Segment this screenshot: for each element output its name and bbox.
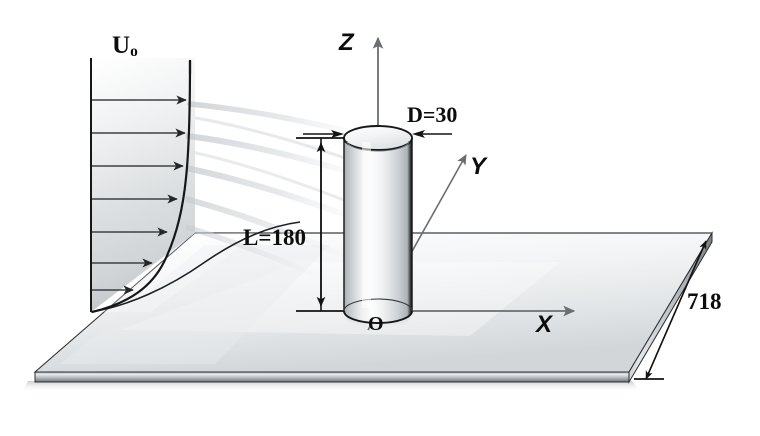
span-arrow-down [645,240,707,380]
dimension-length [296,137,344,312]
plate-right-edge [628,231,713,384]
cylinder [343,125,413,327]
plate-front-edge [34,371,630,383]
cylinder-base-front [343,310,413,324]
plate-highlight [120,262,560,336]
cylinder-top-cap [343,125,413,151]
diameter-arrowhead-right [412,130,425,138]
streakline [186,133,365,179]
diameter-arrowhead-left [331,130,344,138]
x-axis-label: X [536,311,553,338]
diameter-label: D=30 [407,102,458,127]
z-axis-label: Z [339,29,354,56]
cylinder-highlight [362,142,371,308]
streakline [186,165,363,223]
y-axis-label: Y [470,153,487,180]
streakline [190,150,356,206]
streakline [187,101,363,137]
freestream-velocity-subscript: o [130,42,138,60]
streaklines [186,101,365,279]
freestream-velocity-symbol: U [112,32,131,59]
streakline [194,116,364,166]
origin-label: O [368,313,384,335]
boundary-layer-edge-curve [90,221,301,313]
plate-shade-left [60,245,330,364]
dimension-diameter [303,130,452,138]
velocity-profile [91,60,192,314]
streakline [186,195,347,259]
cylinder-body [344,138,412,323]
plate-shadow [22,381,640,392]
dimension-span [634,240,707,380]
cylinder-base-back [343,298,413,312]
streakline [186,224,321,279]
velocity-profile-curve [91,60,192,314]
freestream-velocity-label: Uo [112,33,138,59]
length-label: L=180 [243,225,306,250]
cylinder-top-rim [346,140,410,152]
span-label: 718 [687,289,722,314]
